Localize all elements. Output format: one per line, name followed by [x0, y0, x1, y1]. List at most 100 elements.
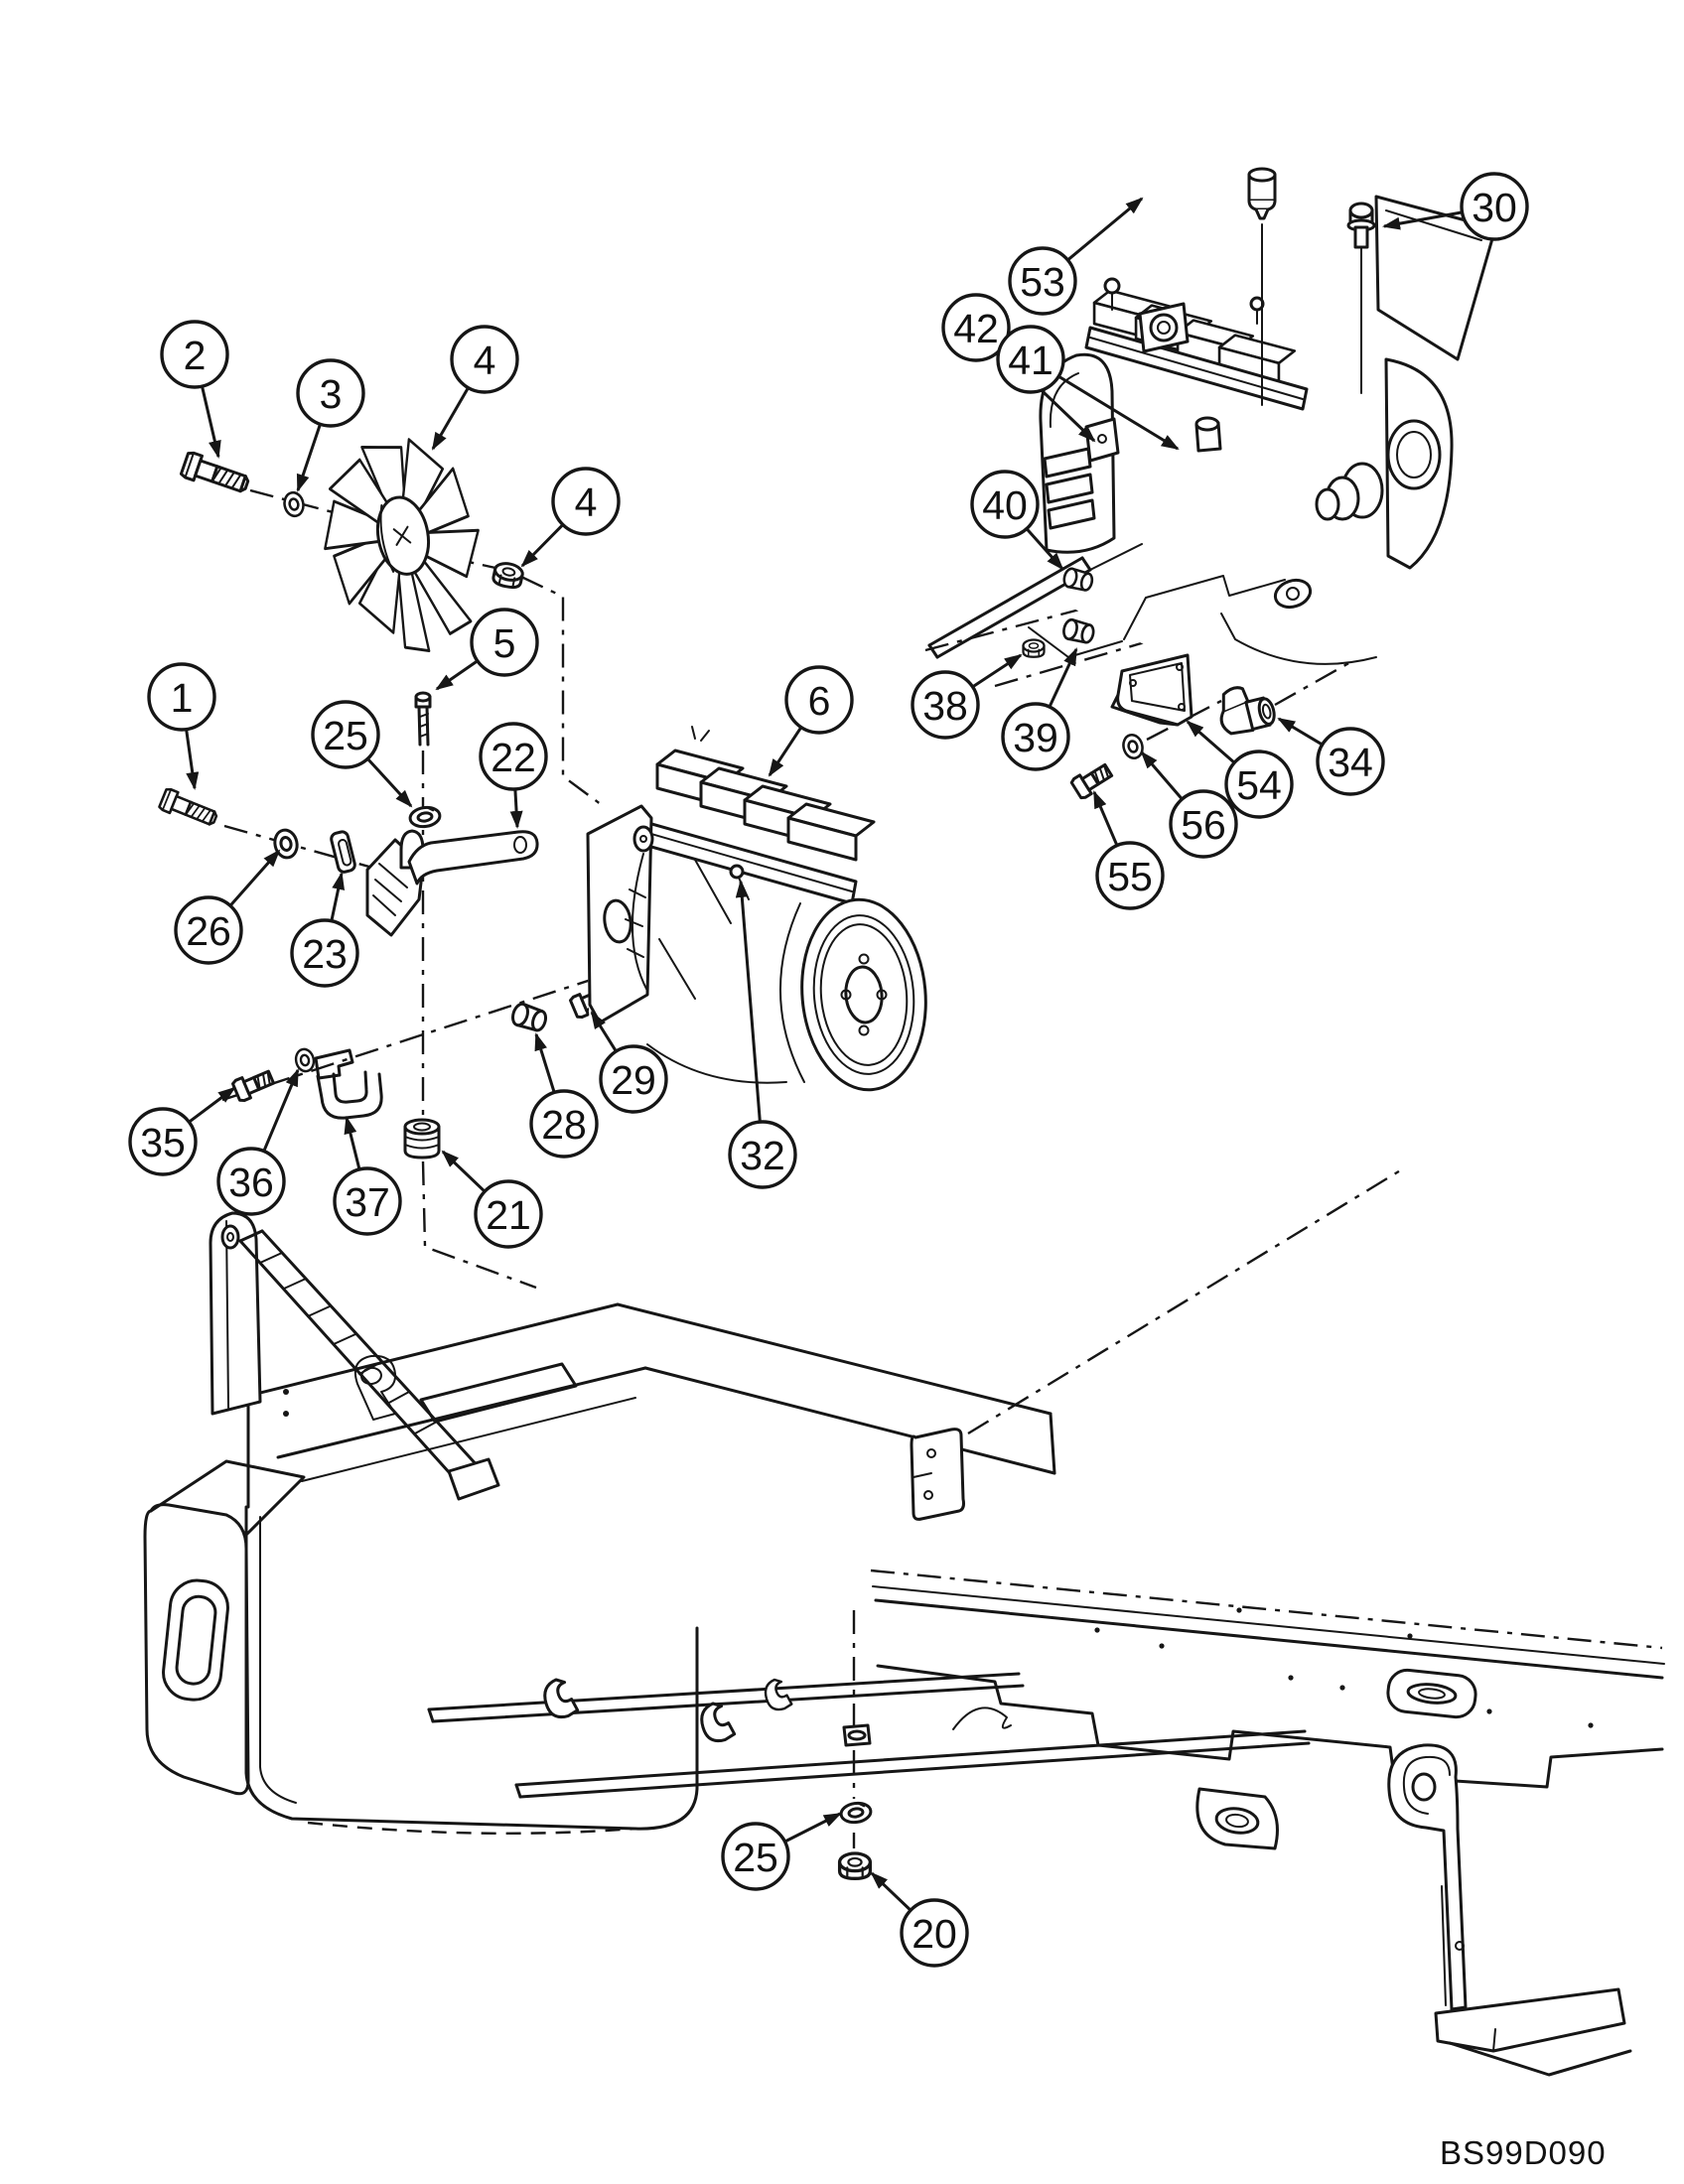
callout-number-55: 55: [1107, 854, 1153, 899]
callout-balloon-32: [728, 1120, 797, 1189]
callout-leader-41: [1057, 374, 1180, 451]
callout-leader-20: [870, 1871, 912, 1912]
callout-balloon-5: [470, 608, 539, 677]
callout-balloon-28: [529, 1089, 599, 1159]
stud-item-5: [414, 691, 432, 747]
callout-number-22: 22: [491, 735, 536, 780]
callout-balloon-53: [1008, 246, 1077, 316]
callout-balloon-38: [911, 670, 980, 740]
bolt-item-55: [1068, 759, 1116, 801]
callout-balloon-42: [941, 293, 1011, 362]
callout-balloon-55: [1095, 841, 1165, 910]
frame-mount-lug: [1386, 1668, 1477, 1719]
callout-balloon-23: [290, 918, 359, 988]
callout-leader-40: [1025, 527, 1064, 571]
callout-number-56: 56: [1181, 802, 1226, 848]
callout-leader-29: [590, 1011, 618, 1052]
spacer-item-23: [330, 830, 356, 874]
callout-balloon-25: [721, 1822, 790, 1891]
callout-number-34: 34: [1328, 740, 1373, 785]
bracket-plate-item-54: [1110, 653, 1193, 727]
callout-balloon-34: [1316, 727, 1385, 796]
nut-item-4: [491, 559, 526, 592]
plug-item-53: [1247, 167, 1277, 220]
bushing-item-39: [1060, 616, 1097, 646]
callout-leader-32: [735, 880, 762, 1123]
callout-balloon-6: [784, 665, 854, 735]
callout-balloon-30: [1460, 172, 1529, 241]
callout-number-26: 26: [186, 908, 231, 954]
callout-balloon-21: [474, 1179, 543, 1249]
bolt-item-1: [157, 786, 221, 831]
heat-shield-plate: [1374, 195, 1497, 361]
callout-number-2: 2: [184, 333, 207, 378]
callout-number-36: 36: [228, 1160, 274, 1205]
fan-bolt-item-2: [179, 450, 253, 499]
support-tower: [209, 1211, 262, 1416]
elbow-fitting-item-34: [1219, 686, 1276, 736]
callout-number-37: 37: [345, 1179, 390, 1225]
callout-number-40: 40: [982, 482, 1028, 528]
callout-leader-36: [262, 1068, 300, 1153]
callout-leader-34: [1277, 717, 1324, 747]
callout-leader-3: [296, 423, 322, 492]
callout-number-25: 25: [733, 1835, 778, 1880]
diagonal-support-arm: [238, 1229, 500, 1501]
callout-number-53: 53: [1020, 259, 1065, 305]
cooling-fan: [324, 438, 480, 653]
callout-balloon-35: [128, 1107, 198, 1176]
callout-leader-5: [435, 659, 479, 691]
callout-balloon-37: [333, 1166, 402, 1236]
callout-leader-22: [509, 788, 523, 829]
callout-leader-55: [1092, 790, 1119, 847]
valve-caps: [655, 749, 876, 862]
callout-leader-38: [971, 653, 1023, 689]
callout-leader-25: [783, 1812, 842, 1843]
callout-number-41: 41: [1008, 338, 1053, 383]
clamp-item-37: [314, 1048, 383, 1120]
engine-assembly-upper: [927, 195, 1497, 669]
callout-balloon-41: [996, 325, 1065, 394]
callout-number-4: 4: [575, 479, 598, 525]
engine-assembly-main: [584, 726, 929, 1098]
callout-balloon-36: [216, 1147, 286, 1216]
washer-item-56: [1119, 731, 1147, 762]
callout-leader-2: [201, 385, 221, 459]
callout-balloon-39: [1001, 702, 1070, 771]
callout-number-21: 21: [486, 1192, 531, 1238]
callout-number-5: 5: [493, 620, 516, 666]
callout-number-42: 42: [953, 306, 999, 351]
callout-number-29: 29: [611, 1057, 656, 1103]
callout-number-28: 28: [541, 1102, 587, 1148]
callout-balloon-4: [450, 325, 519, 394]
callout-leader-4: [520, 523, 564, 568]
callout-balloon-3: [296, 358, 365, 428]
rubber-mount-item-21: [403, 1118, 441, 1160]
callout-balloon-1: [147, 662, 216, 732]
callout-leader-1: [185, 729, 200, 790]
callout-number-30: 30: [1472, 185, 1517, 230]
callout-leader-21: [441, 1150, 487, 1193]
callout-leader-30: [1382, 210, 1463, 230]
callout-number-1: 1: [171, 675, 194, 721]
callout-number-32: 32: [740, 1133, 785, 1178]
chassis-frame: [143, 1211, 1311, 1835]
body-pan: [244, 1505, 699, 1831]
frame-rail-right: [872, 1585, 1665, 2077]
callout-number-4: 4: [474, 338, 496, 383]
flywheel: [779, 897, 927, 1092]
callout-number-6: 6: [808, 678, 831, 724]
lock-washer-item-25-lower: [838, 1800, 874, 1826]
callout-number-39: 39: [1013, 715, 1058, 760]
callout-balloon-20: [900, 1898, 969, 1968]
figure-code: BS99D090: [1440, 2134, 1607, 2171]
callout-balloon-40: [970, 470, 1040, 539]
callout-leader-6: [768, 726, 803, 777]
callout-number-25: 25: [323, 713, 368, 758]
callout-leader-4: [431, 386, 470, 451]
callout-balloon-25: [311, 700, 380, 769]
callout-leader-37: [344, 1116, 361, 1170]
